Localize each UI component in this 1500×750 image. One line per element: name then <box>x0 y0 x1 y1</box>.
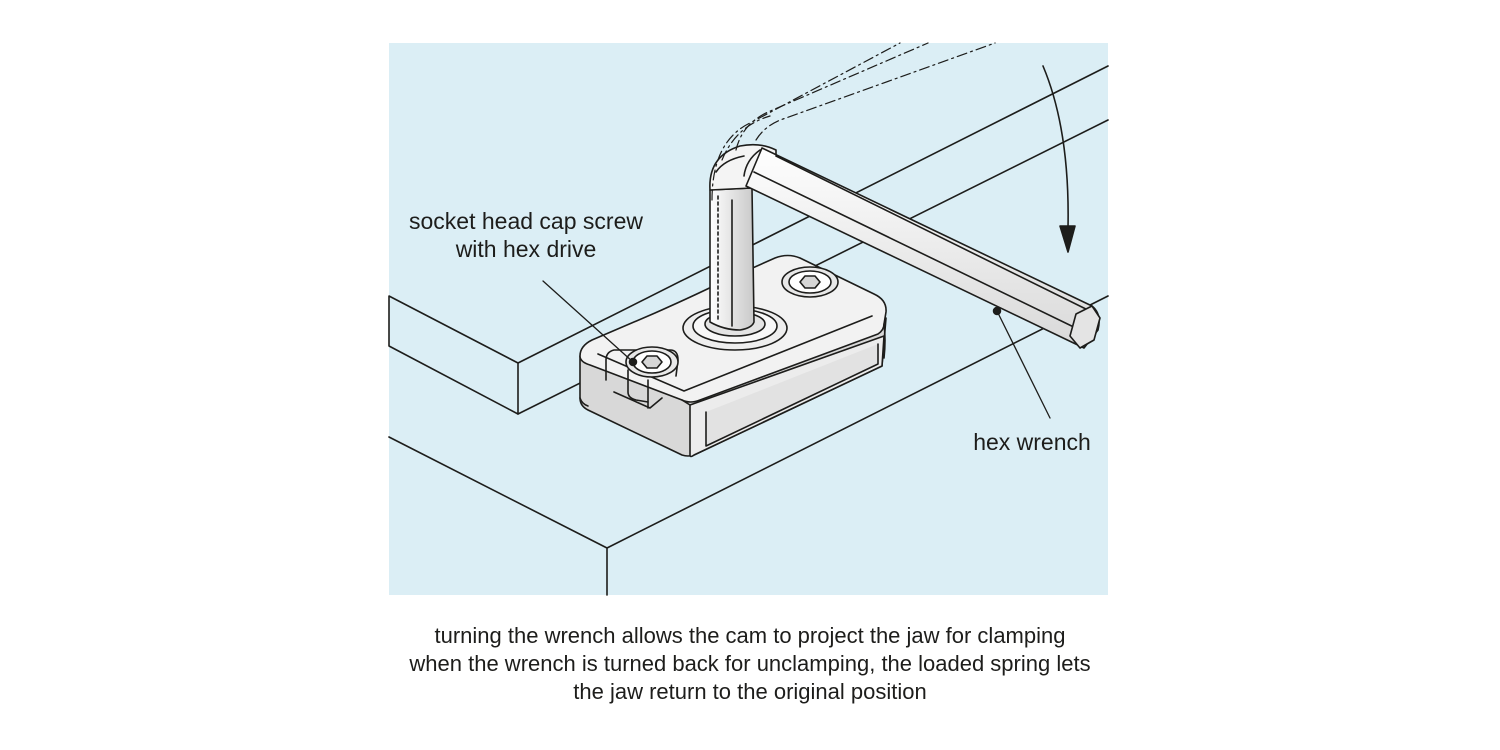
wrench-label: hex wrench <box>973 429 1091 455</box>
screw-leader <box>542 280 634 363</box>
lower-table <box>388 295 1109 596</box>
caption-line-2: when the wrench is turned back for uncla… <box>409 651 1091 676</box>
leader-lines <box>542 280 1051 419</box>
screw-label-line-1: socket head cap screw <box>409 208 643 234</box>
wrench-leader <box>996 310 1051 419</box>
screw-leader-dot <box>628 357 638 367</box>
rear-cap-screw <box>781 266 839 298</box>
socket-head-cap-screw <box>625 346 679 378</box>
wrench-leader-dot <box>992 306 1002 316</box>
rotation-arrow <box>1042 65 1076 253</box>
screw-label-line-2: with hex drive <box>455 236 597 262</box>
screw-label: socket head cap screw with hex drive <box>396 207 656 263</box>
caption-line-3: the jaw return to the original position <box>573 679 927 704</box>
hex-wrench <box>709 143 1101 349</box>
caption: turning the wrench allows the cam to pro… <box>330 622 1170 706</box>
caption-line-1: turning the wrench allows the cam to pro… <box>434 623 1066 648</box>
wrench-previous-position <box>711 42 996 201</box>
